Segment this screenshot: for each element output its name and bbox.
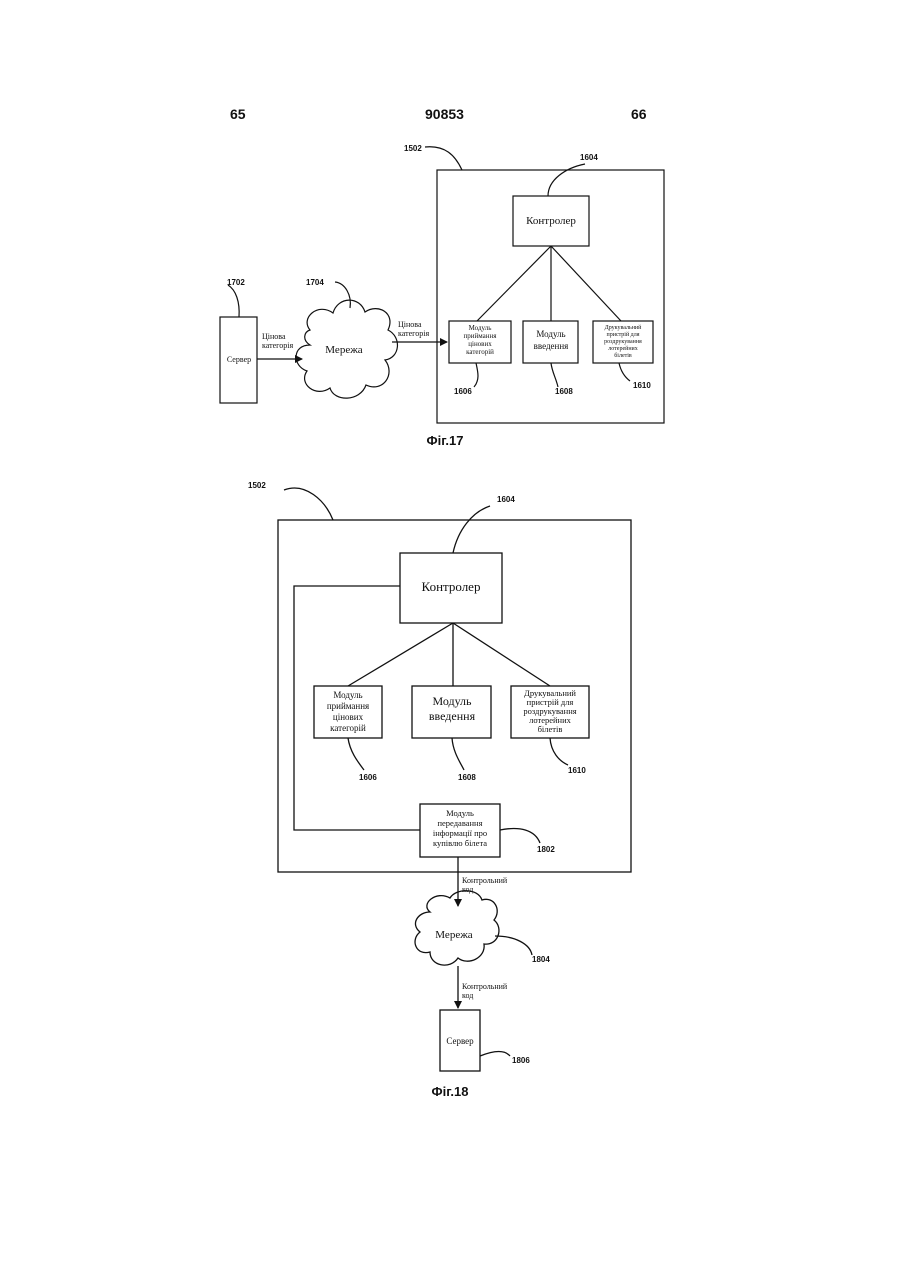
fig18-price-line1: Модуль	[333, 690, 362, 700]
fig17-leader-1502	[425, 147, 462, 170]
fig17-leader-1608	[551, 363, 558, 387]
fig18-controller-label: Контролер	[422, 579, 481, 594]
fig18-caption: Фіг.18	[432, 1084, 469, 1099]
fig18-leader-1610	[550, 738, 568, 765]
fig18-leader-1802	[500, 829, 540, 843]
fig18-transfer-line1: Модуль	[446, 808, 474, 818]
fig17-ref-1702: 1702	[227, 278, 245, 287]
fig18-ref-1606: 1606	[359, 773, 377, 782]
fig18-server-label: Сервер	[446, 1036, 474, 1046]
figure-18-labels: 1502 1604 Контролер Модуль приймання цін…	[248, 481, 586, 1099]
fig17-ref-1610: 1610	[633, 381, 651, 390]
fig17-caption: Фіг.17	[427, 433, 464, 448]
fig17-ref-1604: 1604	[580, 153, 598, 162]
fig17-price-line4: категорій	[466, 348, 494, 356]
fig17-price-line3: цінових	[468, 340, 492, 348]
fig17-controller-label: Контролер	[526, 215, 576, 227]
fig18-transfer-line4: купівлю білета	[433, 838, 487, 848]
fig17-ref-1606: 1606	[454, 387, 472, 396]
figure-17-labels: 1502 1604 Контролер 1702 1704 Сервер Мер…	[227, 144, 651, 448]
figure-17	[220, 147, 664, 423]
fig17-input-line1: Модуль	[536, 329, 565, 339]
fig17-arrow1-line2: категорія	[262, 341, 293, 350]
fig18-leader-1606	[348, 738, 364, 770]
fig18-ref-1806: 1806	[512, 1056, 530, 1065]
fig17-leader-1604	[548, 164, 585, 196]
fig18-ref-1502: 1502	[248, 481, 266, 490]
fig18-ref-1608: 1608	[458, 773, 476, 782]
fig18-ref-1804: 1804	[532, 955, 550, 964]
fig18-link-printer	[453, 623, 550, 686]
fig18-printer-line5: білетів	[538, 724, 563, 734]
fig17-arrow2-line2: категорія	[398, 329, 429, 338]
fig18-ref-1610: 1610	[568, 766, 586, 775]
fig18-transfer-line3: інформації про	[433, 828, 487, 838]
fig17-leader-1702	[228, 285, 239, 317]
fig18-ref-1604: 1604	[497, 495, 515, 504]
fig18-leader-1502	[284, 488, 333, 520]
fig18-ref-1802: 1802	[537, 845, 555, 854]
fig18-network-label: Мережа	[435, 929, 473, 941]
fig17-network-label: Мережа	[325, 344, 363, 356]
fig18-leader-1604	[453, 506, 490, 553]
figure-18	[278, 488, 631, 1071]
fig17-printer-line1: Друкувальний	[605, 324, 642, 331]
fig18-input-line2: введення	[429, 709, 476, 723]
fig17-leader-1606	[474, 363, 478, 387]
fig17-ref-1608: 1608	[555, 387, 573, 396]
fig18-leader-1608	[452, 738, 464, 770]
fig17-input-line2: введення	[534, 341, 569, 351]
fig17-printer-line3: роздрукування	[604, 339, 642, 345]
fig18-price-line4: категорій	[330, 723, 366, 733]
fig18-input-line1: Модуль	[432, 694, 472, 708]
fig17-arrow1-line1: Цінова	[262, 332, 286, 341]
fig18-leader-1806	[480, 1052, 510, 1057]
fig17-link-printer	[551, 246, 621, 321]
fig17-leader-1704	[335, 282, 350, 308]
fig17-link-price	[477, 246, 551, 321]
fig18-transfer-line2: передавання	[437, 818, 482, 828]
fig18-code1-line2: код	[462, 885, 473, 894]
fig17-printer-line4: лотерейних	[608, 345, 638, 352]
fig17-price-line1: Модуль	[469, 324, 492, 332]
fig18-leader-1804	[495, 936, 532, 955]
fig17-price-line2: приймання	[464, 332, 498, 340]
fig17-arrow2-line1: Цінова	[398, 320, 422, 329]
fig18-link-price	[348, 623, 453, 686]
fig17-server-label: Сервер	[227, 355, 251, 364]
fig18-price-line2: приймання	[327, 701, 369, 711]
fig18-network-cloud	[415, 891, 499, 965]
fig17-ref-1704: 1704	[306, 278, 324, 287]
fig18-price-line3: цінових	[333, 712, 364, 722]
fig17-printer-line5: білетів	[614, 352, 632, 359]
fig17-ref-1502: 1502	[404, 144, 422, 153]
fig18-code2-line1: Контрольний	[462, 982, 508, 991]
fig17-leader-1610	[619, 363, 630, 381]
fig18-code1-line1: Контрольний	[462, 876, 508, 885]
fig17-printer-line2: пристрій для	[607, 331, 640, 338]
fig18-code2-line2: код	[462, 991, 473, 1000]
